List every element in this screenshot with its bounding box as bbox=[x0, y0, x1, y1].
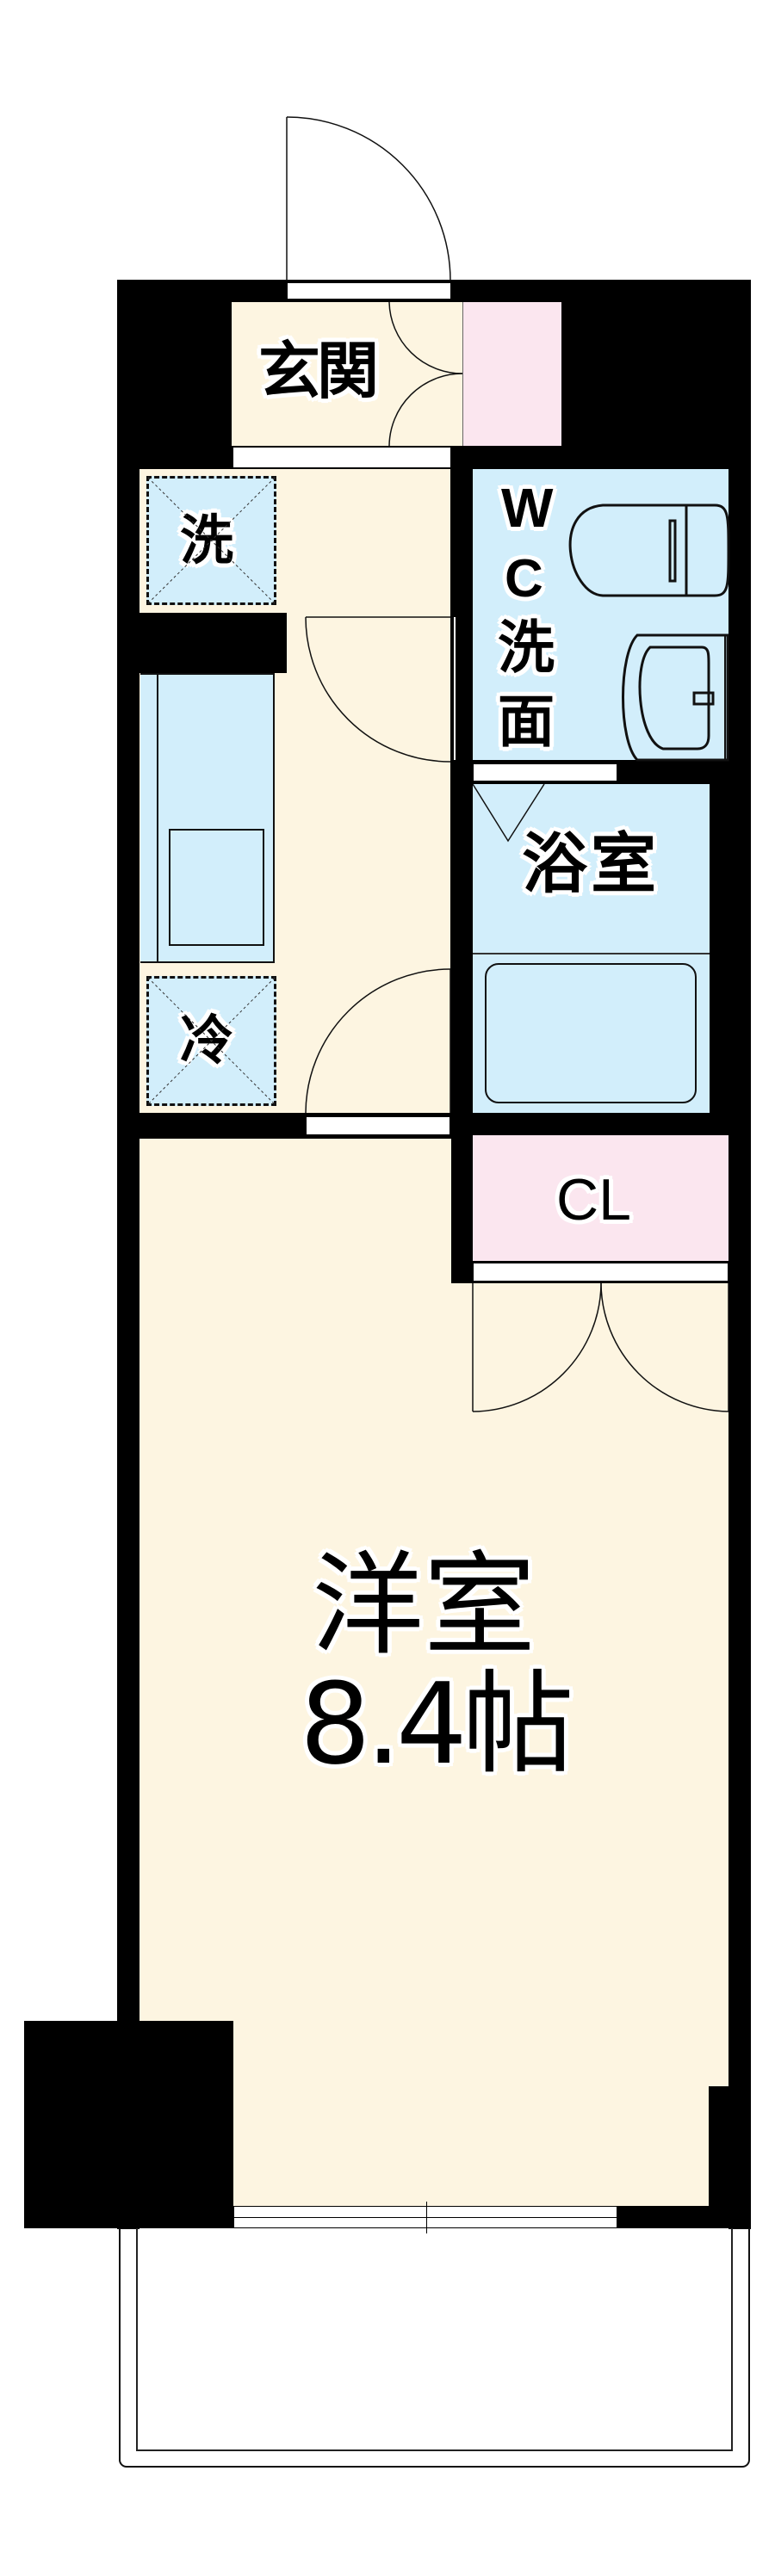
balcony-inner bbox=[136, 2228, 733, 2451]
kitchen-counter-edge bbox=[157, 673, 158, 963]
pillar-bottom-left bbox=[24, 2021, 233, 2228]
wc-door-jamb bbox=[453, 617, 456, 760]
entry-door-opening[interactable] bbox=[287, 281, 451, 300]
western-room-main bbox=[140, 1283, 728, 2206]
room-door-opening[interactable] bbox=[306, 1116, 450, 1135]
wc-label-face: 面 bbox=[498, 689, 555, 755]
closet-label: CL bbox=[556, 1167, 631, 1232]
washer-label: 洗 bbox=[180, 509, 234, 571]
western-room-size: 8.4帖 bbox=[300, 1659, 574, 1789]
balcony-window[interactable] bbox=[233, 2206, 617, 2228]
outer-wall-right bbox=[728, 1274, 751, 2229]
entrance-label: 玄関 bbox=[258, 335, 379, 407]
kitchen-sink bbox=[169, 829, 264, 946]
wc-label-w: W bbox=[501, 477, 554, 539]
pillar-bottom-right bbox=[709, 2086, 751, 2228]
western-room-label: 洋室 bbox=[312, 1540, 536, 1671]
western-room bbox=[140, 1139, 451, 1283]
wc-label-c: C bbox=[505, 549, 543, 608]
bath-label: 浴室 bbox=[522, 825, 660, 902]
wall-bottom-right bbox=[617, 2206, 751, 2228]
fridge-label: 冷 bbox=[180, 1009, 234, 1072]
closet bbox=[473, 1135, 728, 1261]
closet-door-opening[interactable] bbox=[473, 1262, 728, 1282]
kitchen-wall-block bbox=[117, 613, 287, 673]
entry-door-swing-icon bbox=[286, 116, 451, 281]
bathtub bbox=[485, 963, 697, 1103]
kitchen-counter bbox=[140, 673, 275, 963]
wc-label-wash: 洗 bbox=[498, 615, 555, 681]
window-rail bbox=[234, 2217, 617, 2218]
bath-divider bbox=[473, 953, 710, 954]
balcony-outer bbox=[119, 2228, 750, 2468]
bathroom-door-opening[interactable] bbox=[473, 763, 617, 781]
window-center-mullion bbox=[426, 2202, 427, 2233]
shoe-cabinet bbox=[462, 302, 561, 446]
entrance-threshold[interactable] bbox=[232, 447, 451, 468]
